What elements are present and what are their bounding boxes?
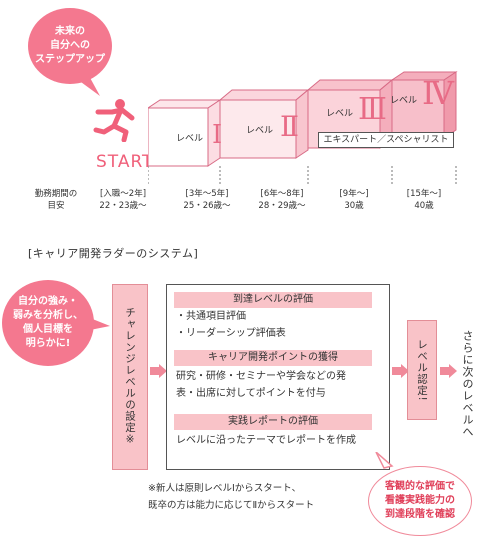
level-2-roman: Ⅱ — [280, 110, 300, 143]
career-stairs — [148, 71, 458, 167]
bubble-tail — [70, 74, 100, 96]
timeline-item-3: [6年〜8年] 28・29歳〜 — [258, 189, 306, 211]
timeline-heading: 勤務期間の 目安 — [34, 189, 78, 211]
section-1-heading: 到達レベルの評価 — [174, 292, 372, 308]
level-3-label: レベル — [326, 109, 354, 119]
timeline-item-2: [3年〜5年] 25・26歳〜 — [183, 189, 231, 211]
challenge-level-box: チャレンジレベルの設定※ — [112, 284, 148, 470]
timeline-item-1: [入職〜2年] 22・23歳〜 — [99, 189, 147, 211]
left-bubble-tail — [90, 318, 110, 330]
section-2-heading: キャリア開発ポイントの獲得 — [174, 350, 372, 366]
level-1-label: レベル — [176, 134, 204, 144]
section-1-body: ・共通項目評価 ・リーダーシップ評価表 — [176, 311, 286, 339]
objective-evaluation-bubble: 客観的な評価で 看護実践能力の 到達段階を確認 — [368, 466, 472, 536]
timeline-item-4: [9年〜] 30歳 — [339, 189, 369, 211]
self-analysis-bubble: 自分の強み・ 弱みを分析し、 個人目標を 明らかに! — [2, 280, 94, 366]
level-certification-box: レベル認定! — [407, 320, 437, 420]
start-level-note: ※新人は原則レベルⅠからスタート、 既卒の方は能力に応じてⅡからスタート — [148, 483, 315, 511]
section-2-body: 研究・研修・セミナーや学会などの発 表・出席に対してポイントを付与 — [176, 371, 346, 399]
challenge-level-text: チャレンジレベルの設定※ — [124, 307, 136, 447]
section-3-heading: 実践レポートの評価 — [174, 414, 372, 430]
level-certification-text: レベル認定! — [416, 338, 428, 402]
future-step-bubble: 未来の 自分への ステップアップ — [28, 8, 112, 84]
arrow-to-main — [150, 364, 167, 378]
timeline-dividers — [148, 166, 457, 186]
level-4-roman: Ⅳ — [422, 74, 454, 112]
level-3-roman: Ⅲ — [358, 92, 387, 127]
runner-icon — [93, 99, 135, 142]
next-level-text: さらに次のレベルへ — [461, 330, 474, 438]
evaluation-box — [166, 284, 390, 470]
arrow-to-certification — [392, 364, 409, 378]
level-2-label: レベル — [246, 126, 274, 136]
timeline-item-5: [15年〜] 40歳 — [406, 189, 442, 211]
arrow-to-next-level — [440, 364, 457, 378]
system-title: [キャリア開発ラダーのシステム] — [28, 247, 199, 260]
expert-specialist-label: エキスパート／スペシャリスト — [318, 132, 454, 148]
section-3-body: レベルに沿ったテーマでレポートを作成 — [176, 435, 356, 446]
bottom-bubble-tail — [375, 452, 394, 469]
level-1-roman: Ⅰ — [212, 120, 223, 150]
start-label: START — [96, 152, 154, 172]
level-4-label: レベル — [390, 96, 418, 106]
